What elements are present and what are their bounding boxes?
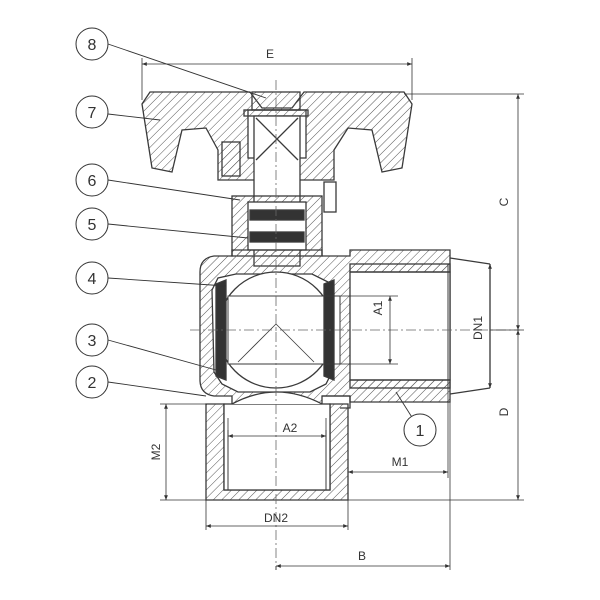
callout-6 xyxy=(75,163,109,197)
dimension-lines xyxy=(141,58,524,570)
o-ring-upper xyxy=(249,209,305,221)
stop-bracket xyxy=(221,141,241,177)
callout-2 xyxy=(75,365,109,399)
dim-label-c: C xyxy=(497,197,511,206)
centerlines xyxy=(190,80,520,570)
dim-label-dn2: DN2 xyxy=(264,511,288,525)
callout-circles xyxy=(75,27,437,447)
callout-8 xyxy=(75,27,109,61)
callout-label-8: 8 xyxy=(88,37,97,54)
callout-label-7: 7 xyxy=(88,105,97,122)
dim-label-a1: A1 xyxy=(371,300,385,315)
dim-label-m2: M2 xyxy=(149,443,163,460)
dim-label-d: D xyxy=(497,407,511,416)
dim-label-m1: M1 xyxy=(392,455,409,469)
dim-label-a2: A2 xyxy=(283,421,298,435)
callout-7 xyxy=(75,95,109,129)
dim-label-dn1: DN1 xyxy=(471,316,485,340)
callout-4 xyxy=(75,261,109,295)
right-port-bore xyxy=(349,271,451,381)
o-ring-lower xyxy=(249,231,305,243)
callout-leaders xyxy=(107,43,421,431)
callout-label-4: 4 xyxy=(88,271,97,288)
callout-labels: 8 7 6 5 4 3 2 1 xyxy=(88,37,425,440)
valve-body-geometry xyxy=(141,91,491,501)
callout-5 xyxy=(75,207,109,241)
stop-pin xyxy=(323,181,337,213)
callout-label-2: 2 xyxy=(88,375,97,392)
dim-label-b: B xyxy=(358,549,366,563)
callout-label-1: 1 xyxy=(416,423,425,440)
callout-label-6: 6 xyxy=(88,173,97,190)
callout-label-3: 3 xyxy=(88,333,97,350)
dimension-labels: E C D A1 DN1 A2 M2 M1 DN2 B xyxy=(149,47,511,563)
callout-1 xyxy=(403,413,437,447)
callout-3 xyxy=(75,323,109,357)
callout-label-5: 5 xyxy=(88,217,97,234)
dim-label-e: E xyxy=(266,47,274,61)
